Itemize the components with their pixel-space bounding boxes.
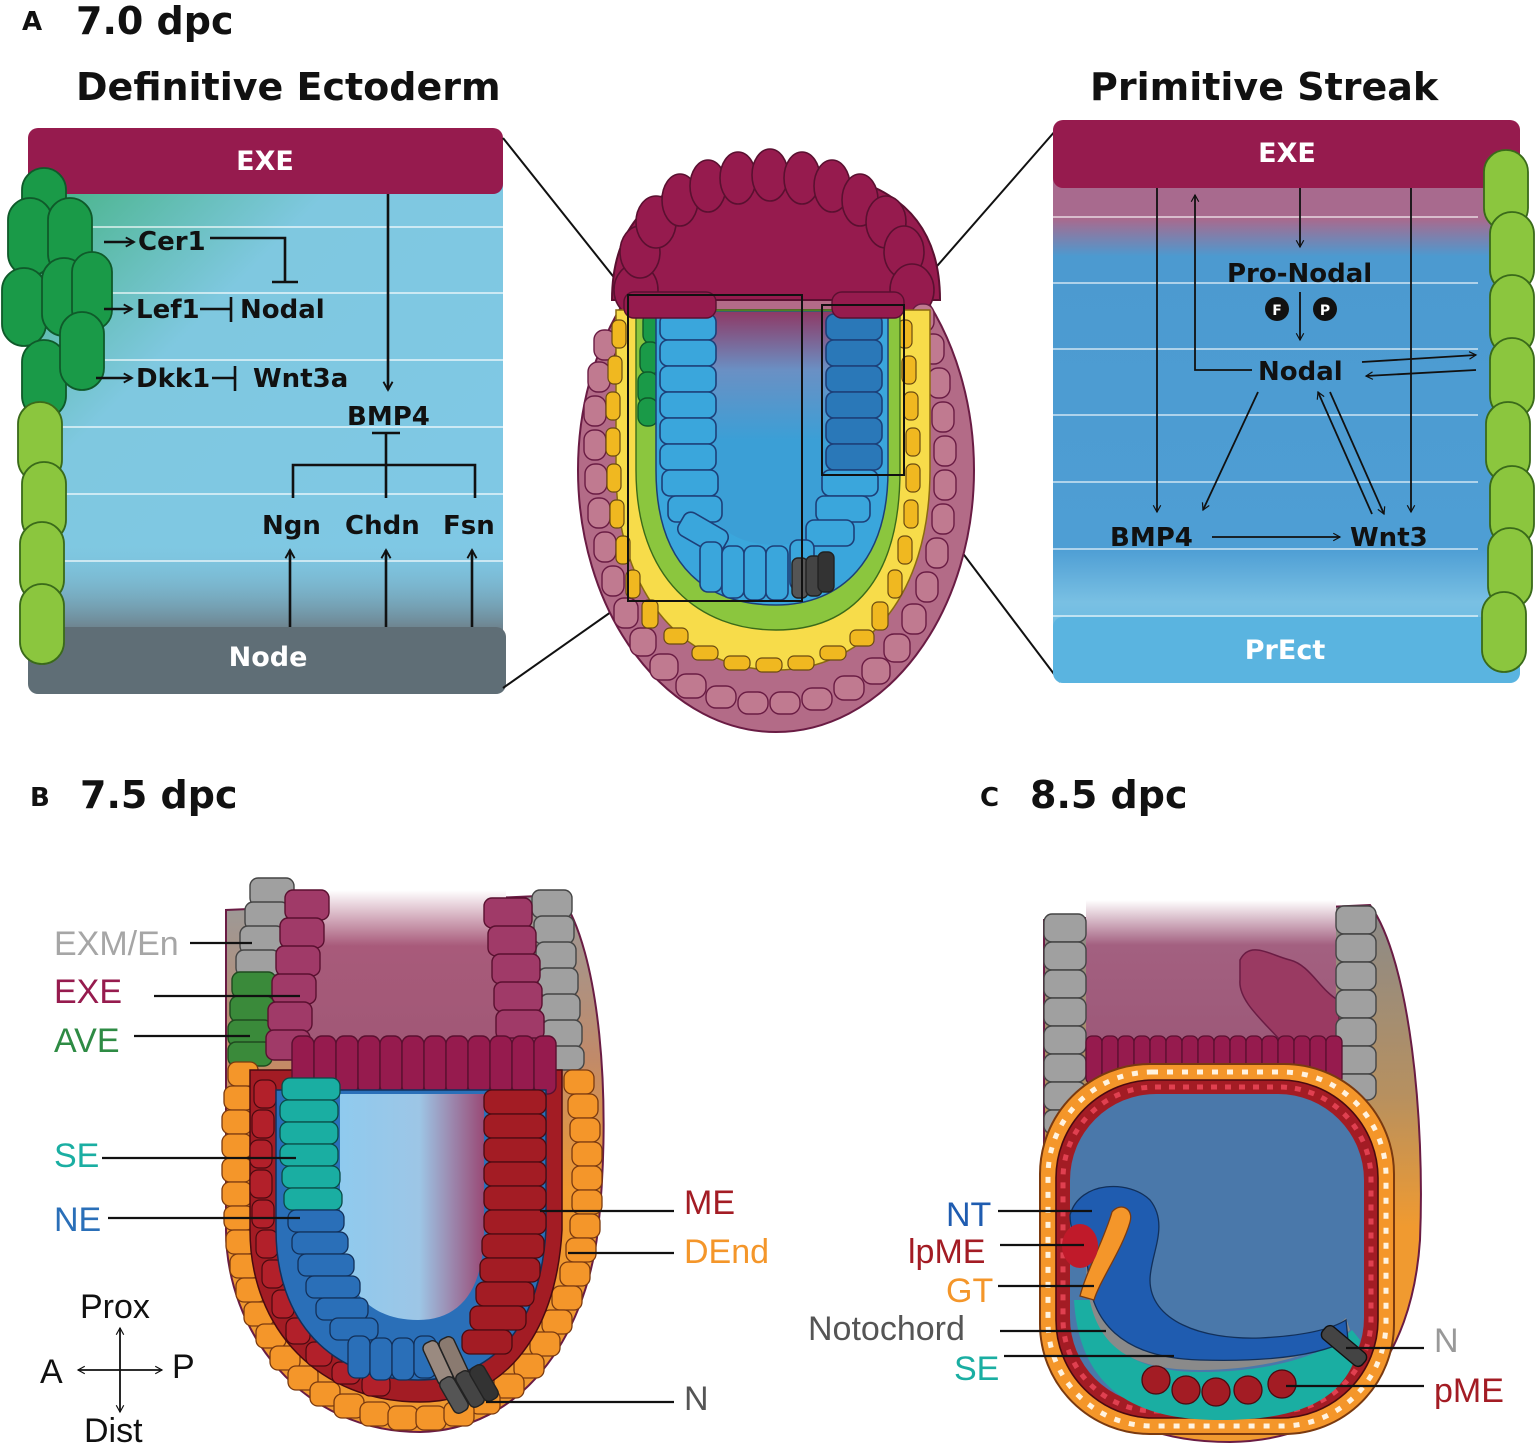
label-gt: GT — [946, 1272, 993, 1310]
gene-wnt3: Wnt3 — [1350, 523, 1428, 553]
node-bar-label: Node — [229, 642, 308, 673]
label-exe-b: EXE — [54, 973, 122, 1011]
node-cells-b — [422, 1336, 499, 1414]
zoom-box-right — [821, 304, 905, 476]
exe-bar-right — [1053, 120, 1520, 188]
exe-cells-left-b — [265, 889, 330, 1061]
label-nt: NT — [946, 1196, 991, 1234]
node-cells-embryo — [791, 551, 835, 599]
furin-pace-badges: F P — [1265, 297, 1337, 321]
label-lpme: lpME — [908, 1233, 985, 1271]
badge-f: F — [1272, 303, 1282, 319]
right-title: Primitive Streak — [1090, 65, 1439, 109]
node-c — [1320, 1324, 1368, 1368]
exe-bar-left-label: EXE — [236, 146, 294, 177]
gene-lef1: Lef1 — [136, 295, 200, 325]
ave-cells-embryo — [637, 311, 664, 427]
panel-a-letter: A — [22, 7, 42, 37]
label-ave: AVE — [54, 1022, 120, 1060]
me-cells-right — [461, 1089, 547, 1355]
exe-bottom-row-b — [291, 1035, 557, 1095]
gene-cer1: Cer1 — [138, 227, 206, 257]
right-network-edges — [1152, 188, 1478, 542]
axis-compass: Prox Dist A P — [40, 1288, 195, 1446]
zoom-box-left — [627, 294, 803, 602]
ne-cells-b — [287, 1209, 437, 1381]
exe-dome-cells — [613, 148, 935, 317]
left-network-edges — [96, 194, 475, 627]
axis-dist: Dist — [84, 1412, 143, 1446]
prect-bar-label: PrEct — [1245, 635, 1326, 666]
panel-c-labels: NT lpME GT Notochord SE N pME — [808, 1196, 1504, 1410]
label-n-c: N — [1434, 1322, 1459, 1360]
panel-a-stage: 7.0 dpc — [76, 0, 233, 43]
label-se-c: SE — [954, 1350, 999, 1388]
exm-cells-c-right — [1335, 905, 1377, 1101]
epiblast-cells — [659, 313, 883, 601]
embryo-7-0 — [577, 148, 975, 733]
neural-tube — [1069, 1185, 1349, 1361]
label-n-b: N — [684, 1380, 709, 1418]
node-bar — [28, 627, 506, 694]
label-dend: DEnd — [684, 1233, 769, 1271]
panel-c-stage: 8.5 dpc — [1030, 773, 1187, 817]
ve-cells — [17, 401, 67, 665]
label-se-b: SE — [54, 1137, 99, 1175]
ve-cells-right — [1481, 149, 1535, 673]
panel-b-stage: 7.5 dpc — [80, 773, 237, 817]
label-ne: NE — [54, 1201, 101, 1239]
gene-pronodal: Pro-Nodal — [1227, 259, 1372, 289]
axis-p: P — [172, 1348, 195, 1386]
outer-ring-cells — [583, 303, 957, 715]
yellow-cells — [605, 319, 921, 673]
gene-dkk1: Dkk1 — [136, 364, 210, 394]
definitive-ectoderm-box: EXE Node Cer1 Lef1 Nodal Dkk1 Wnt3a BMP4… — [1, 128, 506, 694]
pme-somites — [1141, 1365, 1297, 1407]
gene-nodal-left: Nodal — [240, 295, 325, 325]
gene-chdn: Chdn — [345, 511, 420, 541]
exe-bar-left — [28, 128, 503, 194]
exe-bar-right-label: EXE — [1258, 138, 1316, 169]
gene-fsn: Fsn — [443, 511, 495, 541]
panel-b-labels: EXM/En EXE AVE SE NE ME DEnd N — [54, 925, 769, 1418]
gene-ngn: Ngn — [262, 511, 321, 541]
gene-bmp4-left: BMP4 — [347, 402, 430, 432]
label-me: ME — [684, 1184, 735, 1222]
exe-blob — [1239, 949, 1341, 1041]
embryo-7-5 — [221, 877, 605, 1434]
axis-prox: Prox — [80, 1288, 150, 1326]
gene-nodal-right: Nodal — [1258, 357, 1343, 387]
exm-cells-left — [235, 877, 295, 977]
axis-a: A — [40, 1353, 63, 1391]
label-pme: pME — [1434, 1372, 1504, 1410]
embryo-8-5 — [1039, 900, 1422, 1444]
se-cells-b — [279, 1077, 343, 1211]
gene-wnt3a: Wnt3a — [253, 364, 348, 394]
prect-bar — [1053, 617, 1520, 683]
dend-cells — [221, 1061, 603, 1431]
primitive-streak-box: EXE PrEct Pro-Nodal F P Nodal BMP4 Wnt3 — [1053, 120, 1535, 683]
badge-p: P — [1320, 303, 1330, 319]
label-exm-en: EXM/En — [54, 925, 179, 963]
panel-b-letter: B — [30, 783, 50, 813]
ave-cells — [1, 167, 113, 419]
panel-c-letter: C — [980, 783, 999, 813]
left-title: Definitive Ectoderm — [76, 65, 501, 109]
label-notochord: Notochord — [808, 1310, 965, 1348]
gene-bmp4-right: BMP4 — [1110, 523, 1193, 553]
